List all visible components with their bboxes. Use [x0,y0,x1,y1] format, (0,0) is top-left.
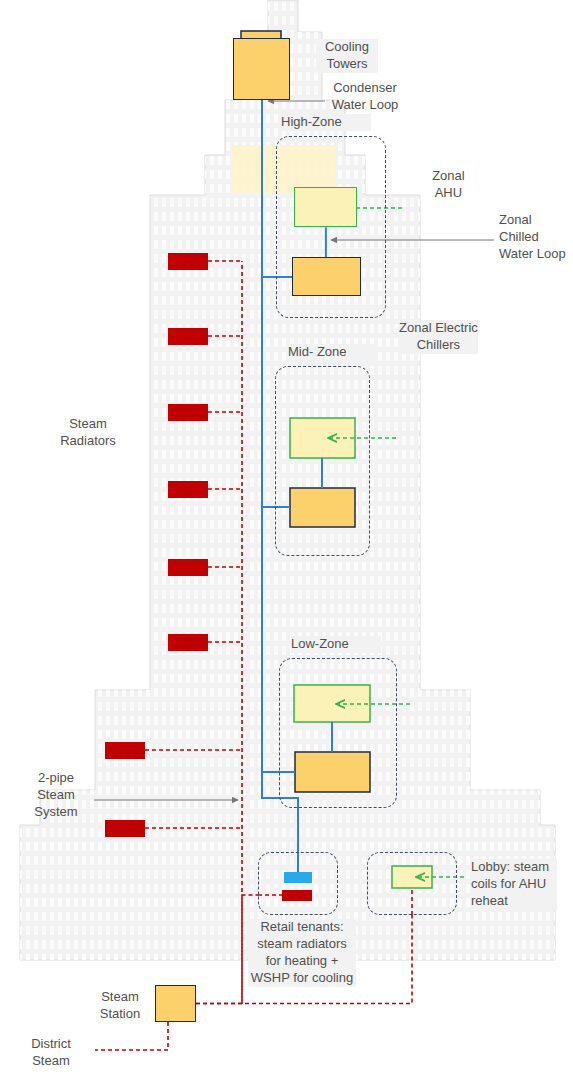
steam-pipe [208,488,242,490]
steam-pipe [208,335,242,337]
steam-radiator [168,253,208,270]
zone-boundary: High-ZoneZonal AHUZonal Electric Chiller… [276,136,386,318]
steam-pipe [258,894,282,896]
zonal-chiller [290,488,355,527]
steam-radiator [168,559,208,576]
steam-pipe [208,641,242,643]
retail-zone: Retail tenants: steam radiators for heat… [258,852,338,915]
steam-pipe [241,261,243,1004]
node-label: Steam Station [89,989,151,1023]
steam-pipe [196,915,412,1004]
district-steam-pipe [95,1022,168,1050]
steam-radiator [168,634,208,651]
condenser-pipe [262,100,298,852]
node-label: High-Zone [281,114,371,131]
node-label: Retail tenants: steam radiators for heat… [248,919,356,987]
air-arrow [328,437,396,439]
steam-radiator [168,328,208,345]
zone-boundary: Mid- Zone [275,366,370,556]
chilled-water-pipe [331,722,333,752]
callout-label: Zonal Chilled Water Loop [499,212,569,263]
steam-pipe [145,749,242,751]
node-label: Zonal Electric Chillers [398,320,478,354]
steam-station: Steam Station [155,985,196,1022]
leader-arrow [268,101,325,102]
leader-arrow [331,240,494,241]
node-label: Zonal AHU [418,168,478,202]
leader-arrow [94,800,238,801]
steam-pipe [208,566,242,568]
steam-pipe [145,827,242,829]
node-label: Mid- Zone [288,344,378,361]
cooling-tower: Cooling Towers [233,38,290,100]
zonal-chiller: Zonal Electric Chillers [292,257,361,296]
steam-pipe [411,888,413,915]
building-silhouette [20,0,555,960]
zone-boundary: Low-Zone [279,658,397,808]
callout-label: District Steam [12,1036,90,1070]
wshp-unit [284,872,312,883]
chilled-water-pipe [321,458,323,488]
callout-label: Steam Radiators [48,416,128,450]
node-label: Low-Zone [291,636,381,653]
air-arrow [336,703,410,705]
building-windows [20,0,555,960]
steam-radiator [105,742,145,759]
steam-radiator [168,481,208,498]
condenser-pipe [297,852,299,872]
steam-pipe [208,411,242,413]
callout-label: Condenser Water Loop [329,80,401,114]
condenser-pipe [262,506,290,508]
lobby-zone: Lobby: steam coils for AHU reheat [367,852,457,915]
chilled-water-pipe [325,227,327,257]
node-label: Cooling Towers [316,39,378,73]
steam-radiator [168,404,208,421]
callout-label: 2-pipe Steam System [20,770,92,821]
zonal-ahu: Zonal AHU [294,187,357,227]
node-label: Lobby: steam coils for AHU reheat [471,859,557,910]
window-glow [232,145,335,193]
zonal-chiller [295,752,370,792]
steam-radiator [105,820,145,837]
steam-radiator [282,890,312,901]
steam-pipe [208,260,242,262]
